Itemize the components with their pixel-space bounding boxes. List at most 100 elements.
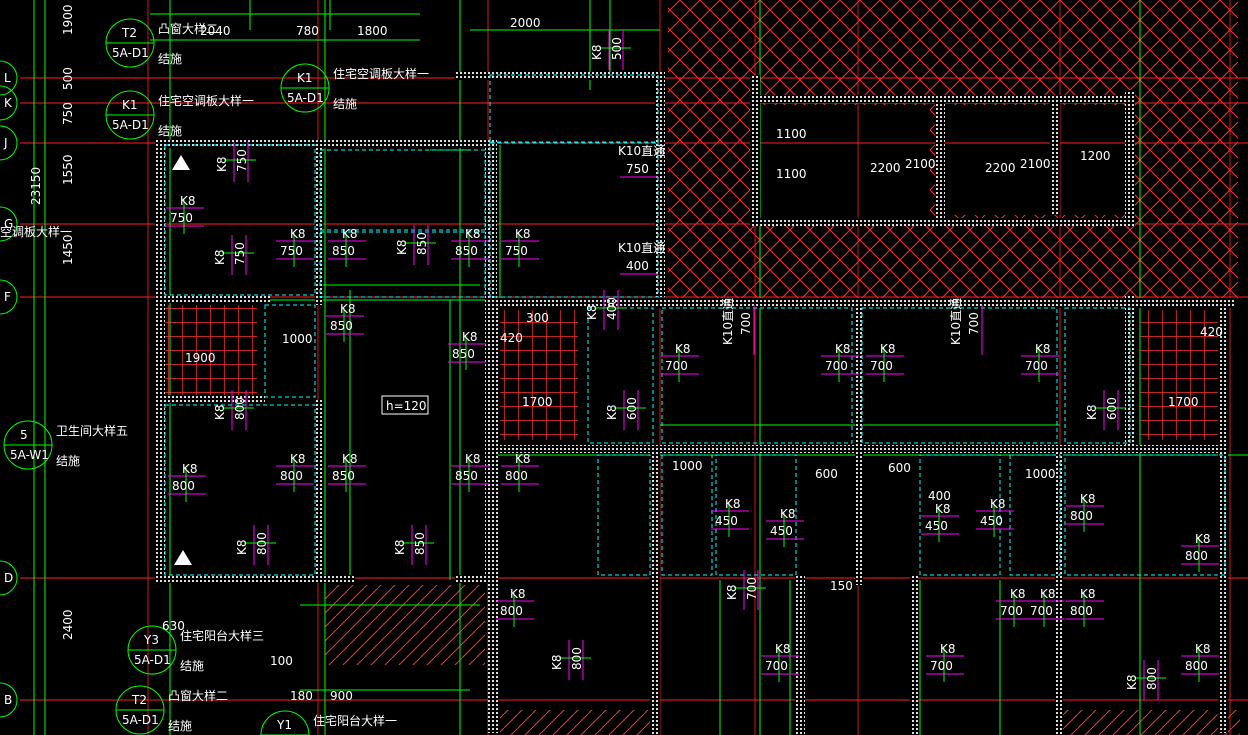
rebar-mark: K8 [835, 342, 851, 356]
detail-tag: 结施 [180, 659, 204, 673]
rebar-value: 450 [980, 514, 1003, 528]
rebar-value: 600 [1105, 397, 1119, 420]
detail-bubble-icon [260, 710, 310, 735]
rebar-value: 800 [500, 604, 523, 618]
rebar-value: 450 [715, 514, 738, 528]
grid-bubble-icon [0, 279, 18, 315]
rebar-mark: K8 [605, 404, 619, 420]
rebar-mark: K8 [340, 302, 356, 316]
grid-bubble-icon [0, 125, 18, 161]
room-dimension: 300 [526, 311, 549, 325]
wall [750, 95, 1130, 103]
rebar-value: 750 [505, 244, 528, 258]
rebar-mark: K8 [940, 642, 956, 656]
rebar-mark: K8 [342, 452, 358, 466]
rebar-value: 750 [170, 211, 193, 225]
rebar-mark: K8 [1040, 587, 1056, 601]
rebar-value: 850 [332, 244, 355, 258]
top-dimension: 2040 [200, 24, 231, 38]
room-dimension: 400 [928, 489, 951, 503]
rebar-value: 850 [330, 319, 353, 333]
rebar-mark: K8 [1195, 642, 1211, 656]
rebar-value: 700 [665, 359, 688, 373]
rebar-value: 700 [1025, 359, 1048, 373]
rebar-value: 450 [770, 524, 793, 538]
room-dimension: 1900 [185, 351, 216, 365]
grid-bubble-icon [0, 60, 18, 96]
rebar-value: 800 [280, 469, 303, 483]
detail-tag: 结施 [56, 454, 80, 468]
row-dimension: 23150 [29, 167, 43, 205]
detail-tag: 结施 [168, 719, 192, 733]
wall [1050, 100, 1060, 215]
detail-id: 5 [20, 428, 28, 442]
room-dimension: 2200 [985, 161, 1016, 175]
detail-id: K1 [297, 71, 313, 85]
rebar-value: 600 [625, 397, 639, 420]
hatched-zones [165, 0, 1240, 735]
rebar-value: 700 [1000, 604, 1023, 618]
rebar-mark: K8 [1035, 342, 1051, 356]
top-dimension: 780 [296, 24, 319, 38]
rebar-mark: K8 [1085, 404, 1099, 420]
wall [315, 400, 323, 580]
rebar-mark: K8 [290, 227, 306, 241]
row-dimension: 500 [61, 67, 75, 90]
wall [488, 298, 498, 733]
rebar-value: 800 [505, 469, 528, 483]
rebar-mark: K8 [1080, 587, 1096, 601]
detail-references: T25A-D1凸窗大样二结施K15A-D1住宅空调板大样一结施K15A-D1住宅… [3, 18, 429, 735]
room-dimension: 1000 [672, 459, 703, 473]
room-dimension: 2100 [905, 157, 936, 171]
rebar-value: 800 [233, 397, 247, 420]
left-note: 空调板大样一 [0, 224, 72, 239]
grid-bubble-icon [0, 206, 18, 242]
row-dimension: 1450 [61, 234, 75, 265]
rebar-mark: K8 [215, 156, 229, 172]
detail-id: K1 [122, 98, 138, 112]
grid-label: D [4, 571, 13, 585]
rebar-mark: K8 [1125, 674, 1139, 690]
k10-mark: K10直通 [949, 298, 963, 345]
rebar-value: 700 [765, 659, 788, 673]
k10-value: 750 [626, 162, 649, 176]
rebar-value: 750 [280, 244, 303, 258]
rebar-mark: K8 [393, 539, 407, 555]
room-dimension: 100 [270, 654, 293, 668]
rebar-mark: K8 [550, 654, 564, 670]
detail-tag: 结施 [333, 97, 357, 111]
wall [1125, 90, 1135, 225]
rebar-mark: K8 [182, 462, 198, 476]
rebar-value: 800 [255, 532, 269, 555]
top-dimension: 2000 [510, 16, 541, 30]
grid-bubble-icon [0, 682, 18, 718]
room-dimension: 1700 [522, 395, 553, 409]
upper-rooms [760, 105, 1130, 220]
detail-note: 住宅阳台大样三 [180, 628, 264, 643]
rebar-value: 500 [610, 37, 624, 60]
wall [855, 300, 863, 585]
rebar-mark: K8 [515, 452, 531, 466]
room-dimension: 2100 [1020, 157, 1051, 171]
detail-sheet: 5A-W1 [10, 448, 49, 462]
rebar-value: 800 [1185, 549, 1208, 563]
room-dimension: 420 [500, 331, 523, 345]
